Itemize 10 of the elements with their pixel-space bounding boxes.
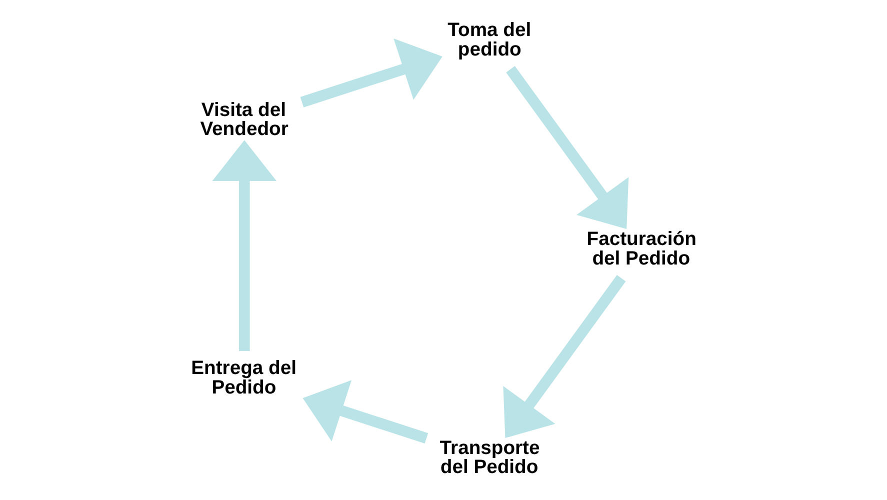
node-text: Transporte del Pedido [439,436,540,478]
arrow [502,274,626,438]
arrow [212,140,276,351]
node-text: Visita del Vendedor [200,98,288,140]
arrow [300,38,442,108]
node-text: Facturación del Pedido [586,228,696,270]
node-text: Toma del pedido [447,18,531,60]
arrow [302,380,428,444]
arrow [506,66,628,230]
node-text: Entrega del Pedido [190,357,296,398]
